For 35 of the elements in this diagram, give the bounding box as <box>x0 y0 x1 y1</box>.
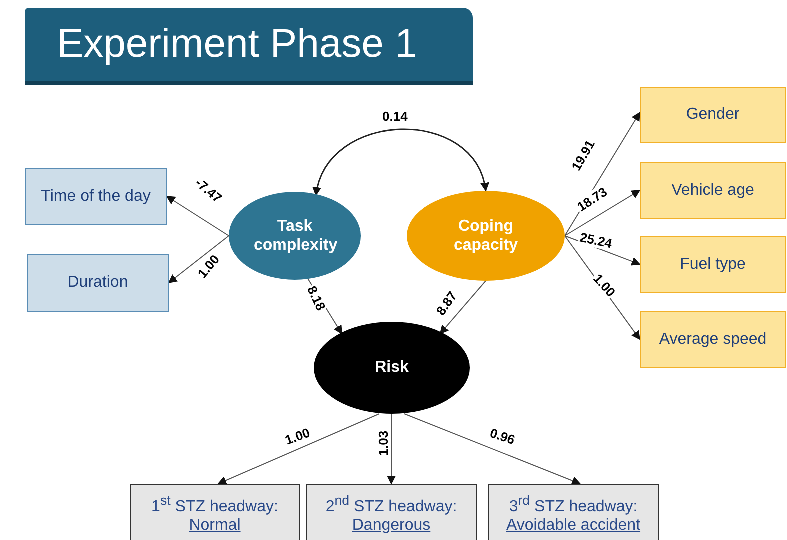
node-label: 1$^{st}$ STZ headway: <box>152 492 278 516</box>
arrow <box>168 236 230 284</box>
node-label: Normal <box>189 516 241 536</box>
outcome-box <box>306 484 477 540</box>
node-label: Dangerous <box>352 516 431 536</box>
node-label: Risk <box>375 358 409 378</box>
node-label: Time of the day <box>41 186 151 206</box>
node-label: Avoidable accident <box>506 516 641 536</box>
observed-variable-box <box>25 168 167 225</box>
node-label: Vehicle age <box>672 180 754 200</box>
node-label: Fuel type <box>680 254 746 274</box>
node-label: Average speed <box>659 330 767 350</box>
node-label: Gender <box>686 105 740 125</box>
arrow <box>314 128 488 196</box>
outcome-box <box>488 484 659 540</box>
node-label: 3$^{rd}$ STZ headway: <box>509 492 638 516</box>
node-label: Duration <box>68 273 128 293</box>
arrow <box>404 414 582 486</box>
observed-variable-box <box>640 87 786 143</box>
edge-label: 1.03 <box>376 429 391 457</box>
node-label: Coping capacity <box>452 216 520 256</box>
title-banner: Experiment Phase 1 <box>25 8 473 85</box>
edge-label: 0.14 <box>382 108 409 124</box>
node-label: Task complexity <box>254 216 336 256</box>
observed-variable-box <box>640 162 786 219</box>
arrow <box>564 190 641 236</box>
arrow <box>387 414 396 485</box>
observed-variable-box <box>27 254 169 312</box>
observed-variable-box <box>640 236 786 293</box>
outcome-box <box>130 484 300 540</box>
arrow <box>218 414 380 485</box>
arrow <box>166 196 230 236</box>
node-label: 2$^{nd}$ STZ headway: <box>326 492 458 516</box>
observed-variable-box <box>640 311 786 368</box>
arrow <box>440 280 486 335</box>
